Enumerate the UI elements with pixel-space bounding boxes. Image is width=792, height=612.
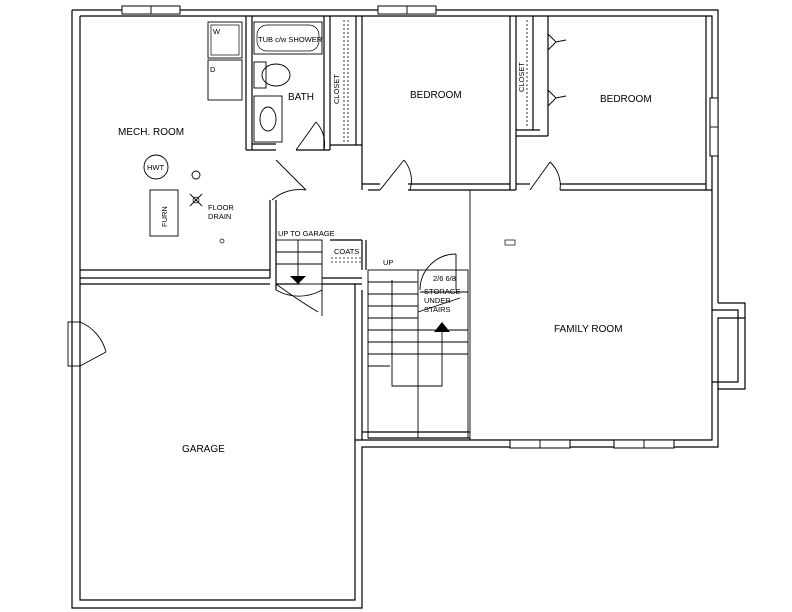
bath-fixtures — [253, 21, 323, 143]
bedroom-2-label: BEDROOM — [600, 94, 652, 105]
floor-drain-label-2: DRAIN — [208, 212, 231, 221]
dryer-label: D — [210, 65, 216, 74]
windows — [121, 5, 719, 449]
stairs — [367, 190, 471, 440]
storage-label-3: STAIRS — [424, 305, 451, 314]
storage-label-1: STORAGE — [424, 287, 461, 296]
garage-label: GARAGE — [182, 444, 225, 455]
storage-label-2: UNDER — [424, 296, 451, 305]
closet-rods — [331, 20, 528, 263]
closet-1-label: CLOSET — [332, 74, 341, 104]
bedroom-1-label: BEDROOM — [410, 90, 462, 101]
water-heater-label: HWT — [147, 163, 164, 172]
closet-2-label: CLOSET — [517, 62, 526, 92]
tub-label: TUB c/w SHOWER — [258, 35, 323, 44]
coats-label: COATS — [334, 247, 359, 256]
garage-steps — [275, 239, 323, 316]
up-to-garage-label: UP TO GARAGE — [278, 229, 335, 238]
furnace-label: FURN — [160, 206, 169, 227]
washer-label: W — [213, 27, 221, 36]
doors — [67, 33, 567, 367]
floor-drain-label-1: FLOOR — [208, 203, 234, 212]
door-size-label: 2/6 6/8 — [433, 274, 456, 283]
interior-walls — [80, 16, 712, 440]
bath-label: BATH — [288, 92, 314, 103]
mech-room-label: MECH. ROOM — [118, 127, 184, 138]
family-room-label: FAMILY ROOM — [554, 324, 623, 335]
exterior-walls — [71, 9, 746, 609]
stair-up-label: UP — [383, 258, 393, 267]
mech-fixtures — [143, 21, 516, 246]
